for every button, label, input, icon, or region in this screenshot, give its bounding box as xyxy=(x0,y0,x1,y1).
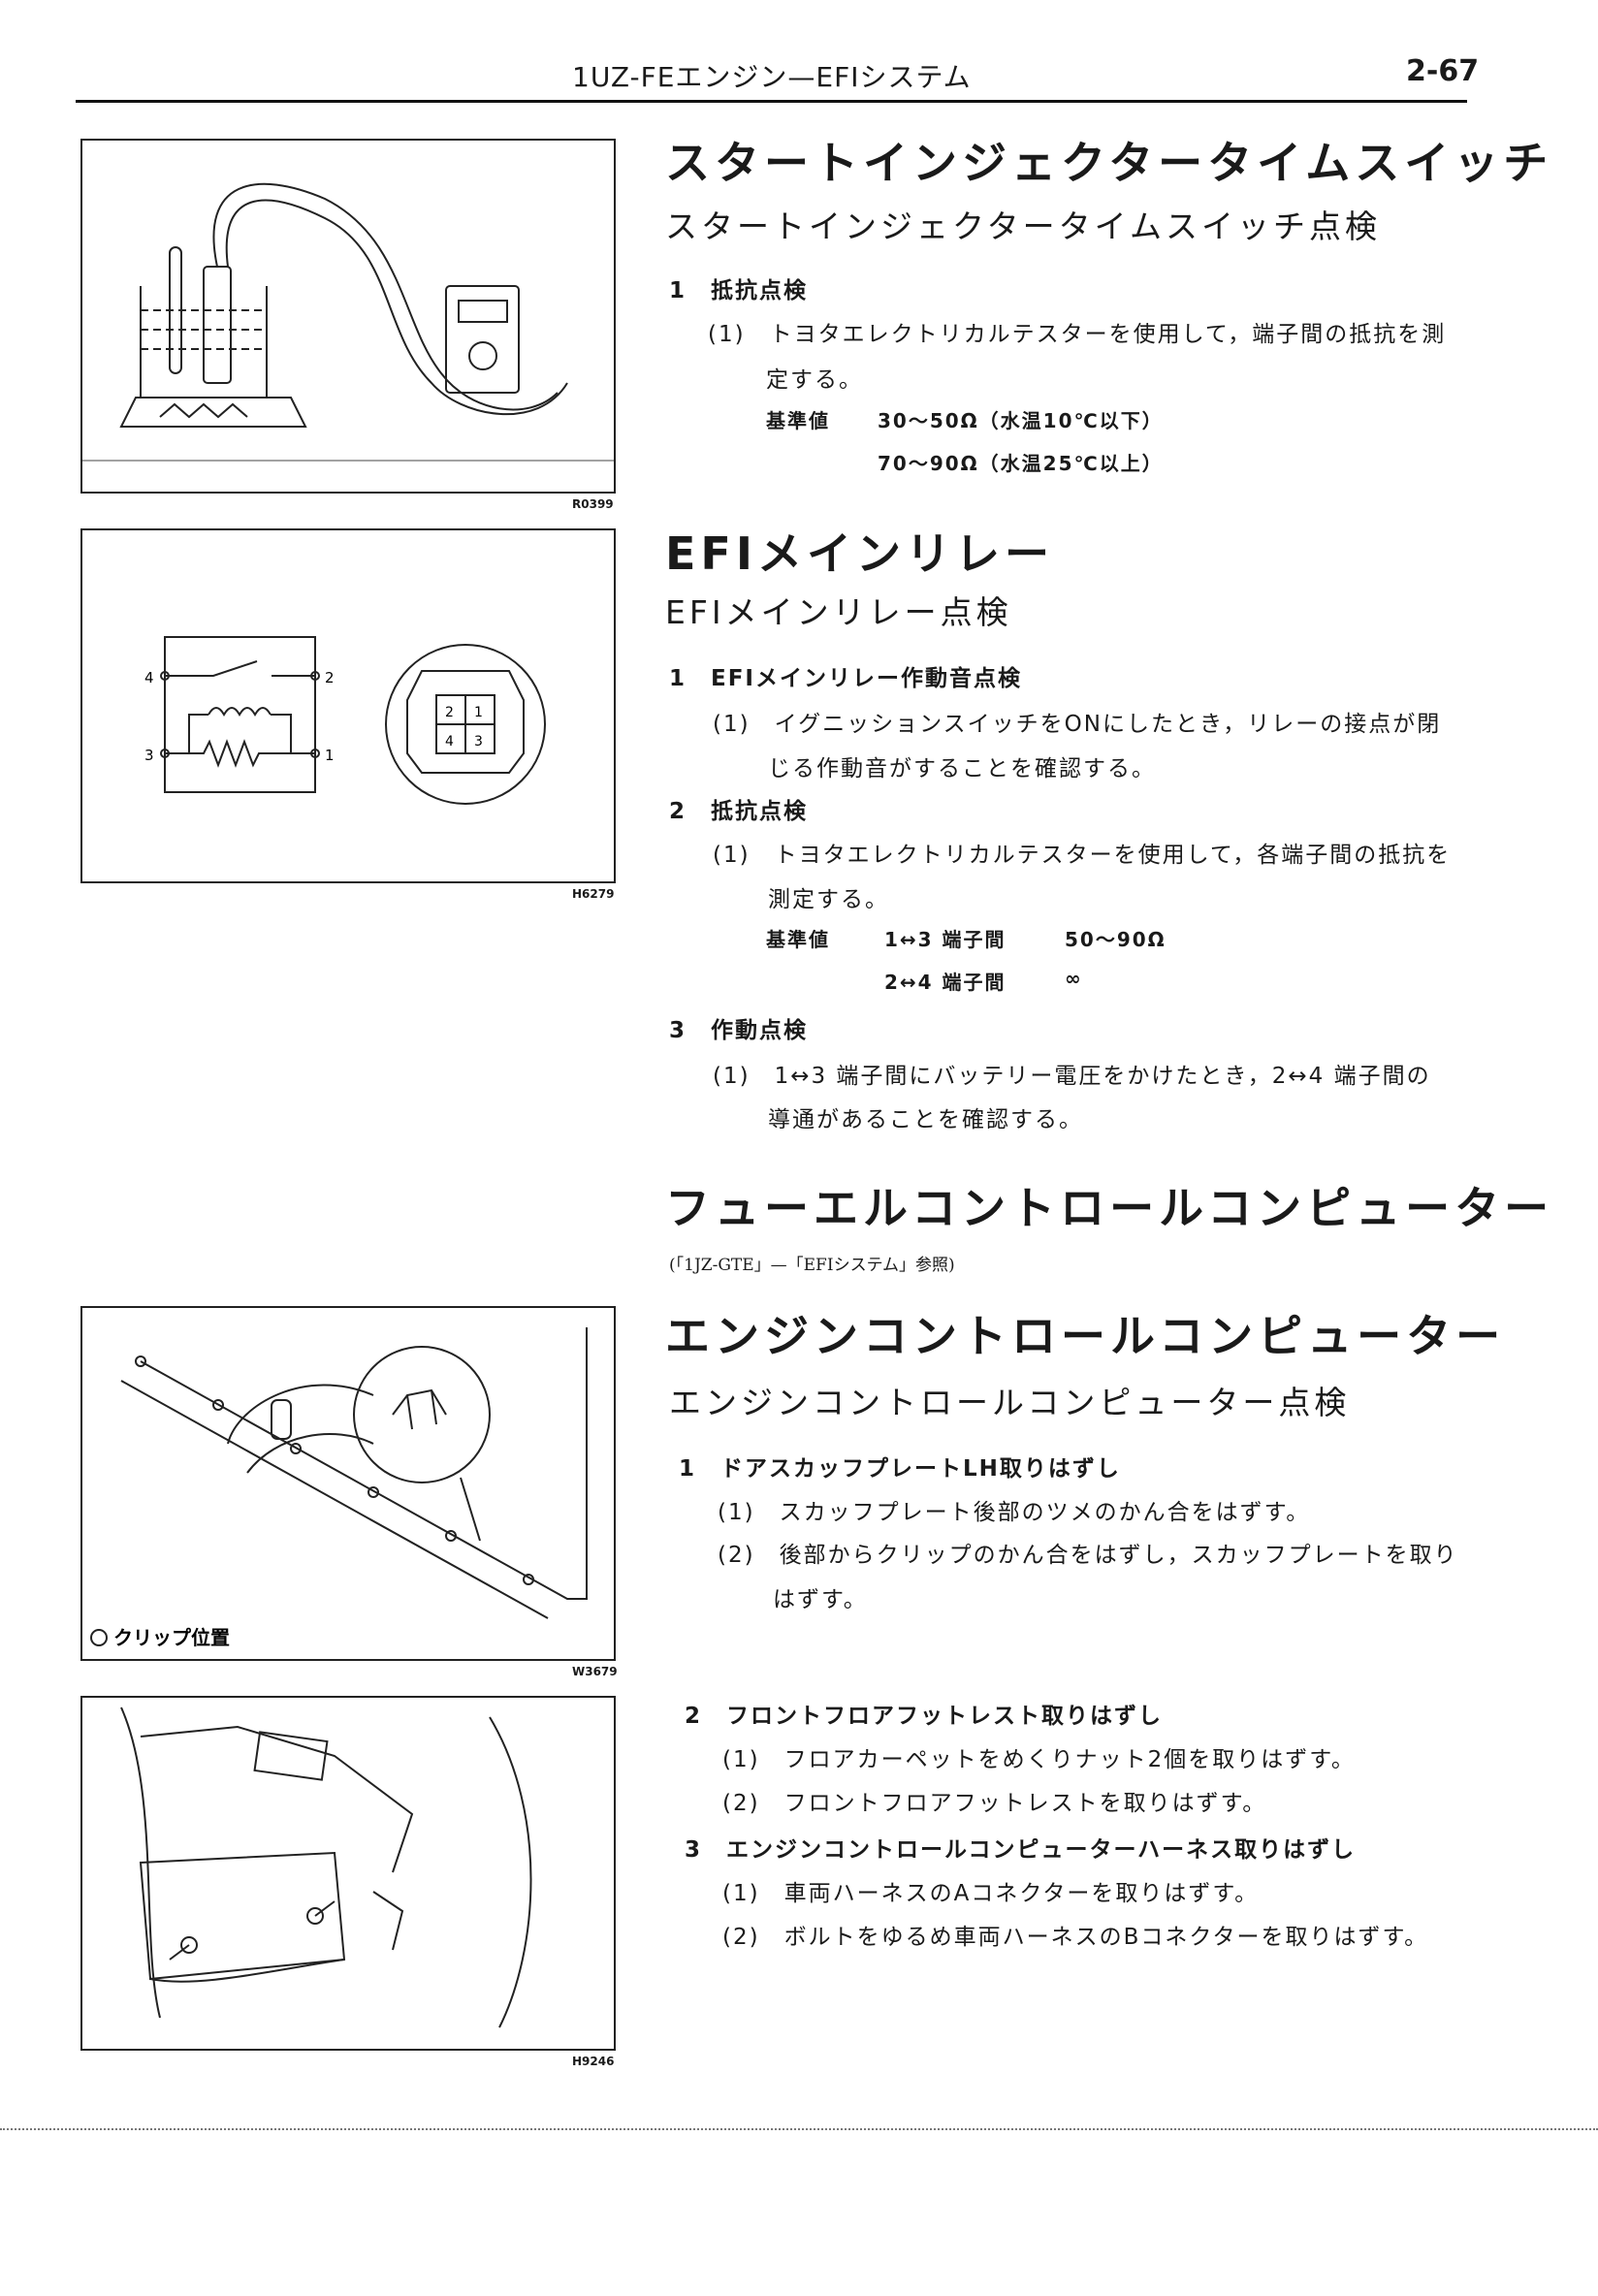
s4-step3: 3 エンジンコントロールコンピューターハーネス取りはずし xyxy=(685,1837,1357,1863)
footrest-illustration xyxy=(120,1706,532,2028)
section-subtitle-start-injector: スタートインジェクタータイムスイッチ点検 xyxy=(665,207,1382,245)
s4-step2: 2 フロントフロアフットレスト取りはずし xyxy=(685,1704,1164,1729)
s2-step2: 2 抵抗点検 xyxy=(669,799,809,824)
s4-para2a: (2) 後部からクリップのかん合をはずし，スカッフプレートを取り xyxy=(718,1543,1458,1568)
s2-spec1-value: 50～90Ω xyxy=(1065,928,1167,951)
clip-legend-label: クリップ位置 xyxy=(113,1626,230,1649)
time-switch-illustration xyxy=(82,182,614,462)
s1-para1b: 定する。 xyxy=(766,367,863,393)
section-subtitle-engine-control: エンジンコントロールコンピューター点検 xyxy=(669,1384,1351,1421)
section-subtitle-efi-relay: EFIメインリレー点検 xyxy=(665,593,1012,631)
s1-spec1: 30～50Ω（水温10℃以下） xyxy=(878,409,1164,432)
pin-label-1: 1 xyxy=(325,747,335,764)
section-title-fuel-control: フューエルコントロールコンピューター xyxy=(665,1182,1554,1234)
page-number: 2-67 xyxy=(1406,54,1480,88)
s4-para4: (2) フロントフロアフットレストを取りはずす。 xyxy=(722,1791,1267,1816)
relay-circuit-diagram: 4 2 3 1 2 1 4 3 xyxy=(144,636,546,805)
s2-para3b: 導通があることを確認する。 xyxy=(768,1107,1083,1132)
scuff-plate-figure: クリップ位置 xyxy=(80,1306,616,1661)
s4-para6: (2) ボルトをゆるめ車両ハーネスのBコネクターを取りはずす。 xyxy=(722,1925,1429,1950)
s2-para2b: 測定する。 xyxy=(768,887,889,912)
section-title-start-injector: スタートインジェクタータイムスイッチ xyxy=(665,137,1553,189)
connector-label-2: 2 xyxy=(445,705,454,720)
pin-label-2: 2 xyxy=(325,669,335,686)
s1-spec-label: 基準値 xyxy=(766,409,830,432)
section-title-engine-control: エンジンコントロールコンピューター xyxy=(665,1310,1506,1362)
figure-code-h6279: H6279 xyxy=(572,887,615,901)
connector-label-3: 3 xyxy=(474,734,483,749)
connector-label-1: 1 xyxy=(474,705,483,720)
s2-step3: 3 作動点検 xyxy=(669,1018,809,1043)
s2-para1a: (1) イグニッションスイッチをONにしたとき，リレーの接点が閉 xyxy=(713,712,1442,737)
s4-para3: (1) フロアカーペットをめくりナット2個を取りはずす。 xyxy=(722,1747,1356,1772)
s2-spec2-terminals: 2↔4 端子間 xyxy=(884,971,1007,994)
s4-para5: (1) 車両ハーネスのAコネクターを取りはずす。 xyxy=(722,1881,1260,1906)
scuff-plate-illustration: クリップ位置 xyxy=(90,1327,588,1649)
s4-step1: 1 ドアスカッフプレートLH取りはずし xyxy=(679,1456,1121,1482)
pin-label-4: 4 xyxy=(144,669,154,686)
s4-para2b: はずす。 xyxy=(773,1587,868,1612)
s2-step1: 1 EFIメインリレー作動音点検 xyxy=(669,666,1022,691)
connector-label-4: 4 xyxy=(445,734,454,749)
s4-para1: (1) スカッフプレート後部のツメのかん合をはずす。 xyxy=(718,1500,1311,1525)
footrest-figure xyxy=(80,1696,616,2051)
figure-code-h9246: H9246 xyxy=(572,2055,615,2068)
relay-figure: 4 2 3 1 2 1 4 3 xyxy=(80,528,616,883)
s2-para2a: (1) トヨタエレクトリカルテスターを使用して，各端子間の抵抗を xyxy=(713,843,1452,868)
s2-spec2-value: ∞ xyxy=(1065,967,1083,990)
s1-step1: 1 抵抗点検 xyxy=(669,278,809,303)
s1-spec2: 70～90Ω（水温25℃以上） xyxy=(878,452,1164,475)
clip-legend-icon xyxy=(90,1629,108,1646)
s2-para1b: じる作動音がすることを確認する。 xyxy=(768,756,1156,781)
figure-code-w3679: W3679 xyxy=(572,1665,618,1678)
s2-spec-label: 基準値 xyxy=(766,928,830,951)
header-title: 1UZ-FEエンジン—EFIシステム xyxy=(572,61,972,93)
s2-para3a: (1) 1↔3 端子間にバッテリー電圧をかけたとき，2↔4 端子間の xyxy=(713,1064,1431,1089)
figure-code-r0399: R0399 xyxy=(572,497,614,511)
time-switch-test-figure xyxy=(80,139,616,494)
s2-spec1-terminals: 1↔3 端子間 xyxy=(884,928,1007,951)
fuel-control-reference: (「1JZ-GTE」—「EFIシステム」参照) xyxy=(669,1256,955,1275)
section-title-efi-relay: EFIメインリレー xyxy=(665,527,1054,580)
header-rule xyxy=(76,100,1467,103)
scan-edge-dotted-line xyxy=(0,2128,1598,2130)
pin-label-3: 3 xyxy=(144,747,154,764)
s1-para1a: (1) トヨタエレクトリカルテスターを使用して，端子間の抵抗を測 xyxy=(708,322,1447,347)
